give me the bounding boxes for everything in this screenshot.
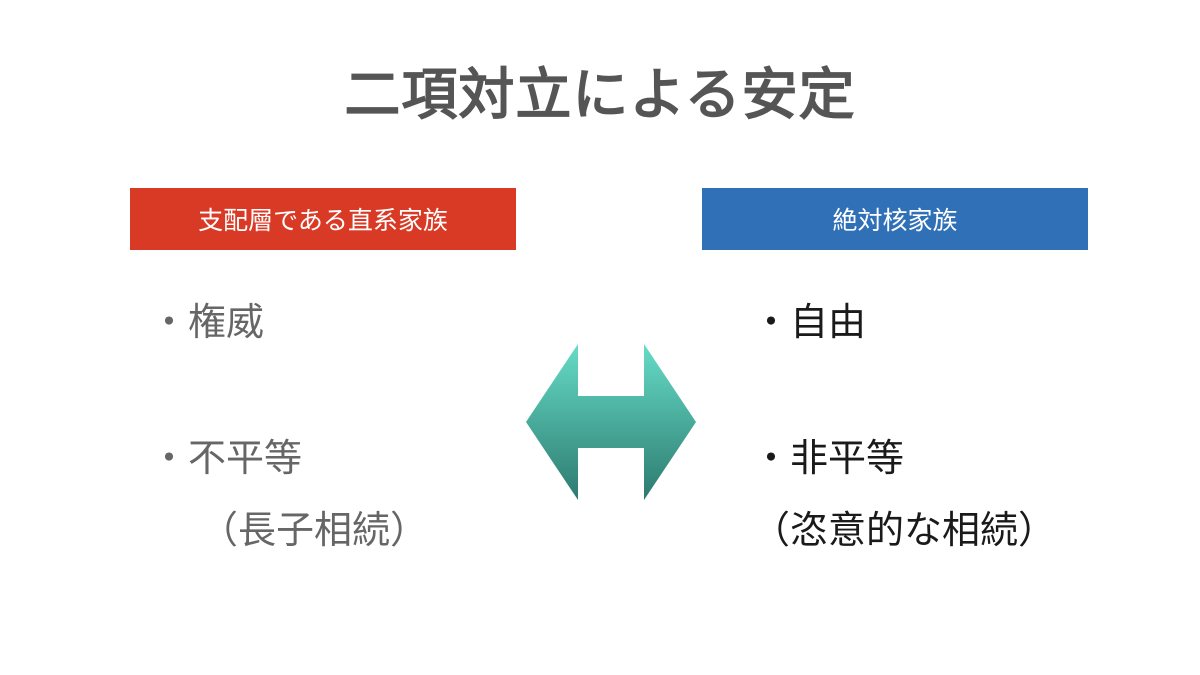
left-item-inequality: ・不平等 — [150, 436, 303, 480]
right-item-freedom: ・自由 — [752, 300, 867, 344]
arrow-shape — [526, 344, 696, 500]
slide-title: 二項対立による安定 — [344, 63, 856, 128]
right-header: 絶対核家族 — [702, 188, 1088, 250]
left-item-primogeniture: （長子相続） — [200, 508, 429, 552]
right-item-arbitrary-inheritance: （恣意的な相続） — [752, 508, 1057, 552]
left-header: 支配層である直系家族 — [130, 188, 516, 250]
double-headed-arrow-icon — [526, 344, 696, 500]
right-item-non-equality: ・非平等 — [752, 436, 905, 480]
left-item-authority: ・権威 — [150, 300, 265, 344]
